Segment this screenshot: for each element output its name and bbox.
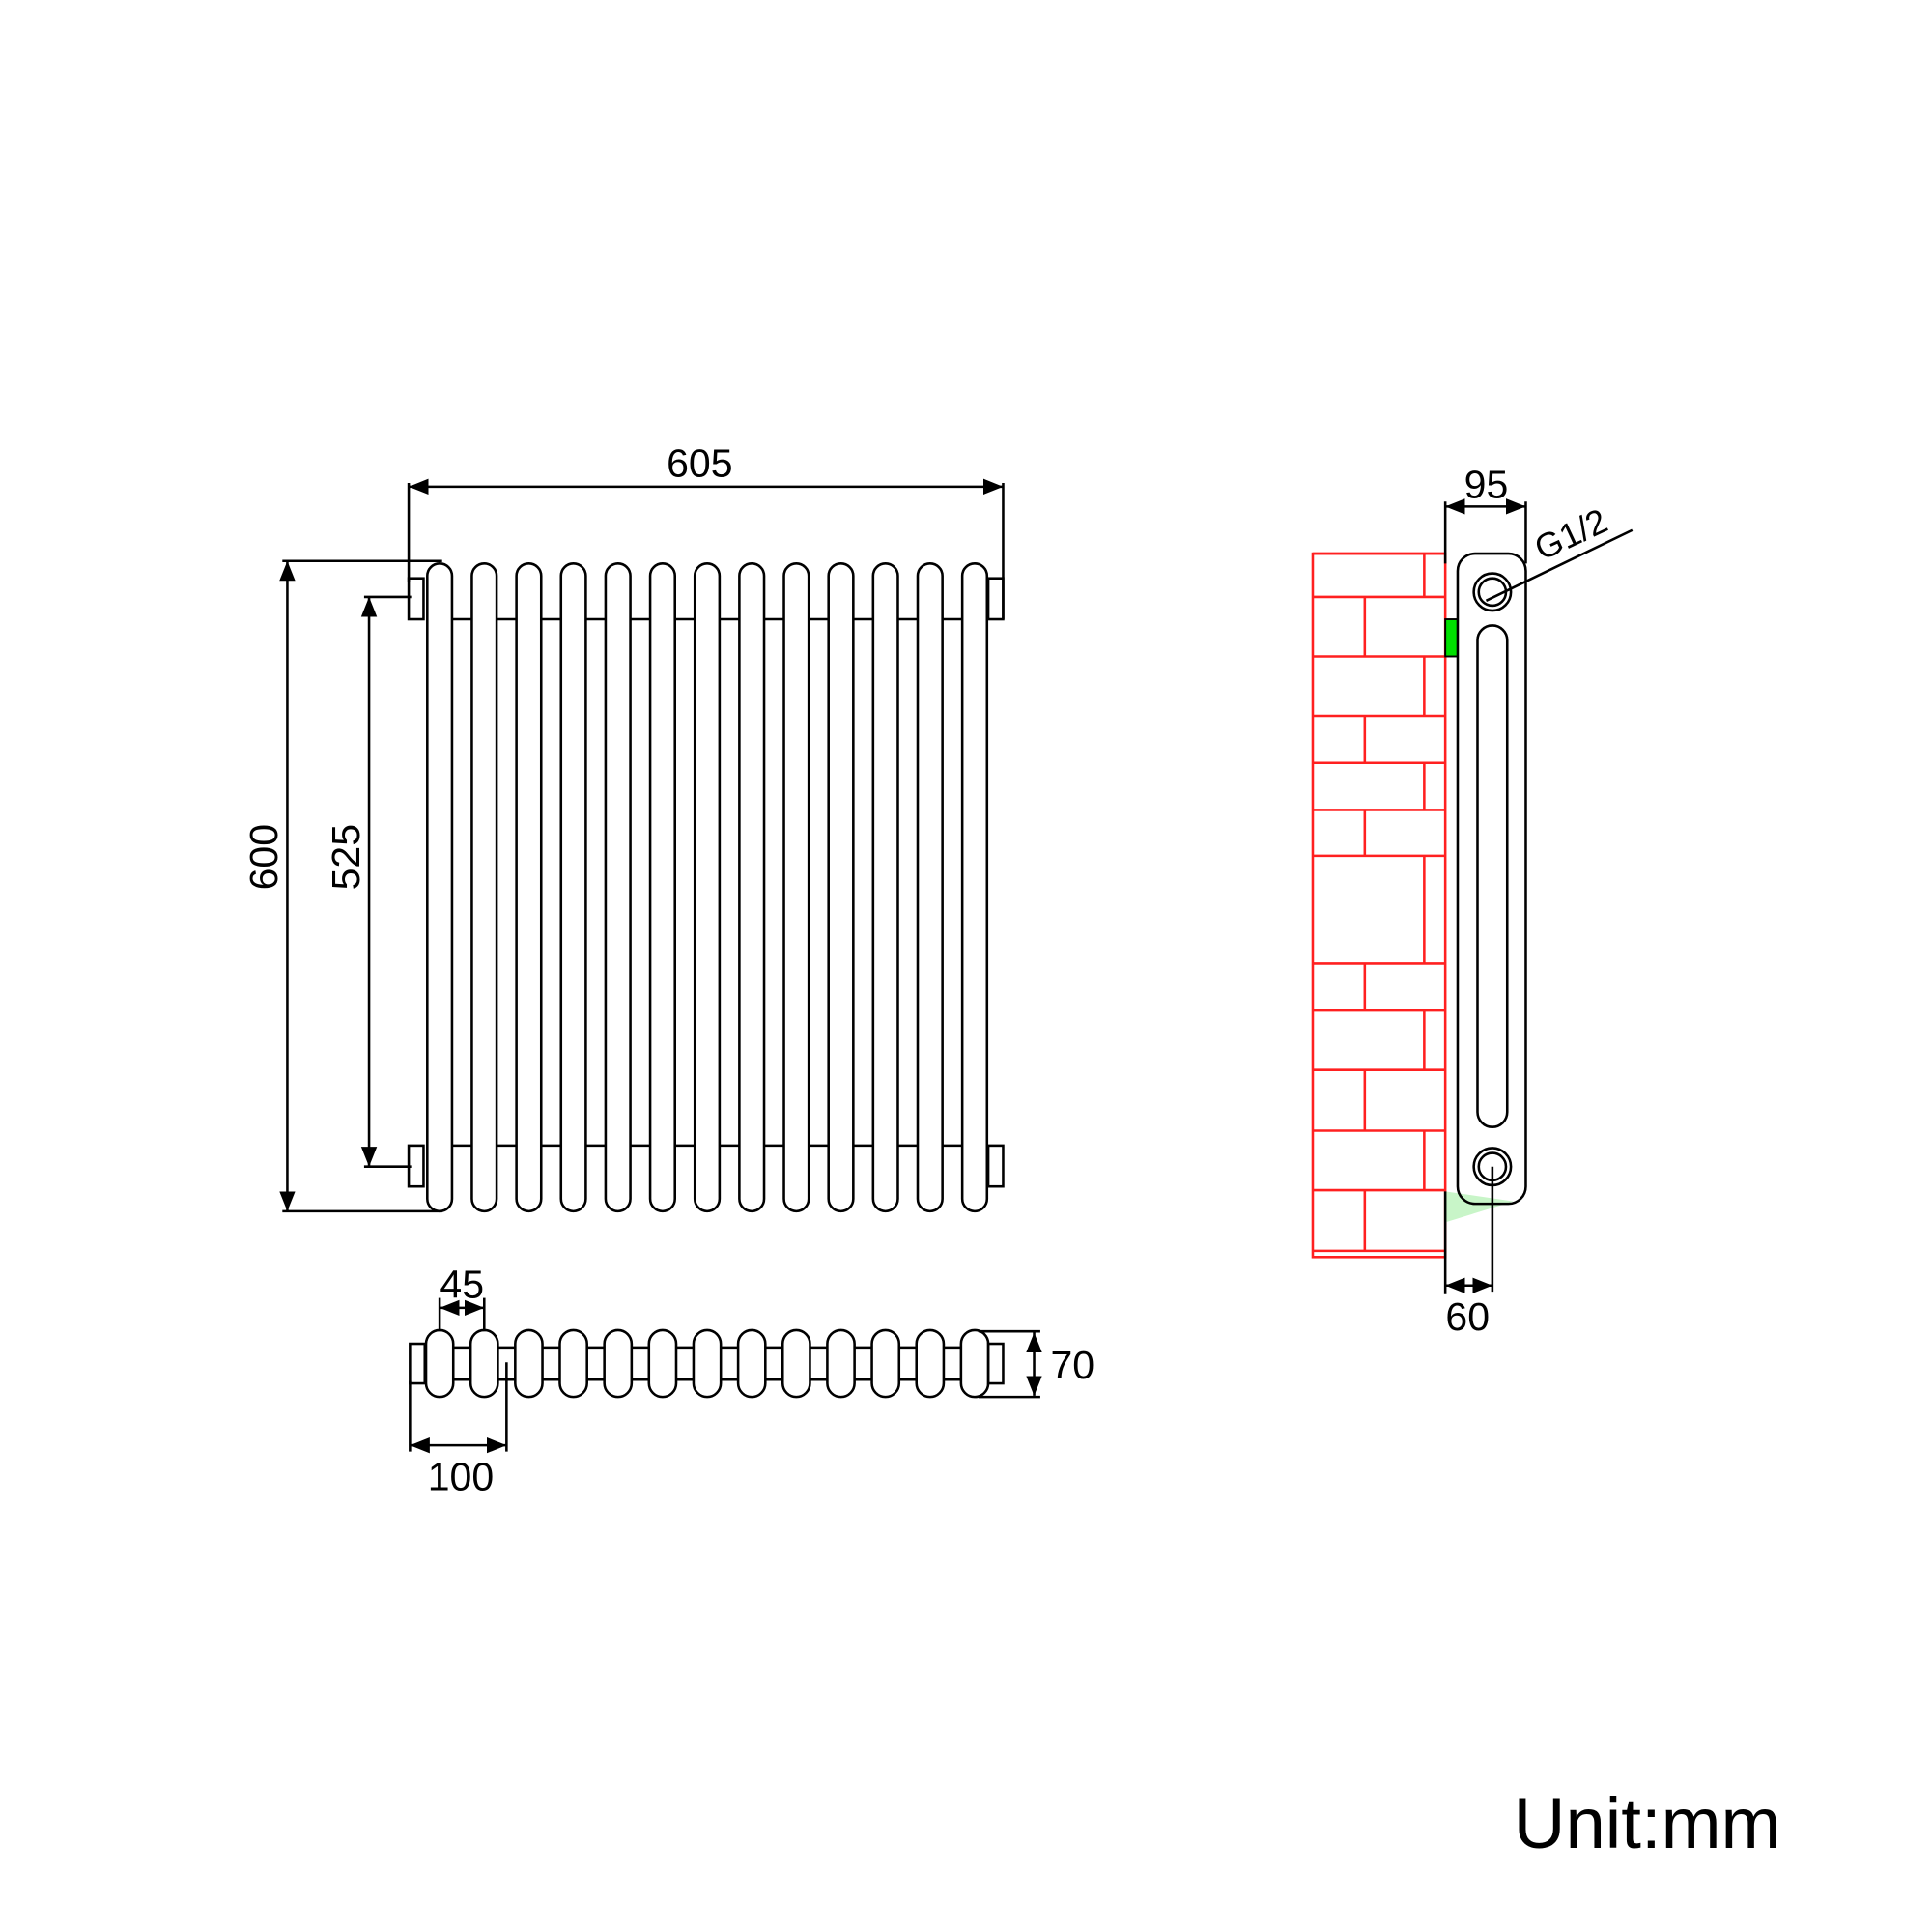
dimension-end-offset: 100 [409,1362,508,1498]
wall-bracket [1444,618,1459,658]
radiator-column [559,562,587,1213]
pitch-label: 45 [440,1263,484,1307]
plan-view [409,1328,1005,1399]
height-label: 600 [242,824,286,890]
radiator-column [648,562,676,1213]
connection-callout: G1/2 [1485,501,1634,602]
dimension-pitch: 45 [438,1263,486,1332]
front-view [407,562,1005,1213]
plan-column [514,1328,544,1399]
radiator-column [782,562,810,1213]
radiator-column [515,562,543,1213]
bracket-shadow [1445,1191,1514,1223]
pipe-centres-label: 525 [324,824,368,890]
end-offset-label: 100 [428,1454,494,1498]
dimension-section-depth: 70 [978,1329,1094,1399]
plan-column [603,1328,634,1399]
radiator-column [470,562,498,1213]
plan-column [558,1328,588,1399]
overall-depth-label: 95 [1464,462,1509,506]
radiator-column [871,562,899,1213]
width-label: 605 [667,441,732,486]
plan-column [781,1328,811,1399]
plan-column [692,1328,723,1399]
plan-column [959,1328,990,1399]
radiator-column [916,562,944,1213]
dimension-wall-gap: 60 [1445,1166,1494,1339]
dimension-pipe-centres: 525 [324,595,412,1168]
section-depth-label: 70 [1050,1343,1094,1387]
plan-column [870,1328,901,1399]
wall [1311,552,1447,1259]
radiator-column [604,562,632,1213]
plan-column [469,1328,499,1399]
plan-column [826,1328,856,1399]
plan-column [736,1328,767,1399]
radiator-column [693,562,722,1213]
valve-connector [407,577,425,621]
radiator-column [738,562,766,1213]
dimension-width: 605 [407,441,1005,620]
connection-label: G1/2 [1529,501,1613,568]
radiator-column [960,562,989,1213]
radiator-side-view [1456,552,1527,1206]
plan-connector [986,1342,1005,1385]
valve-connector [986,577,1005,621]
wall-gap-label: 60 [1445,1294,1490,1339]
valve-connector [986,1144,1005,1188]
radiator-column [426,562,454,1213]
dimension-overall-depth: 95 [1445,462,1527,564]
dimension-height: 600 [242,559,442,1213]
radiator-column [827,562,855,1213]
plan-column [915,1328,946,1399]
plan-column [647,1328,678,1399]
plan-connector [409,1342,427,1385]
unit-label: Unit:mm [1514,1783,1781,1863]
plan-column [424,1328,455,1399]
